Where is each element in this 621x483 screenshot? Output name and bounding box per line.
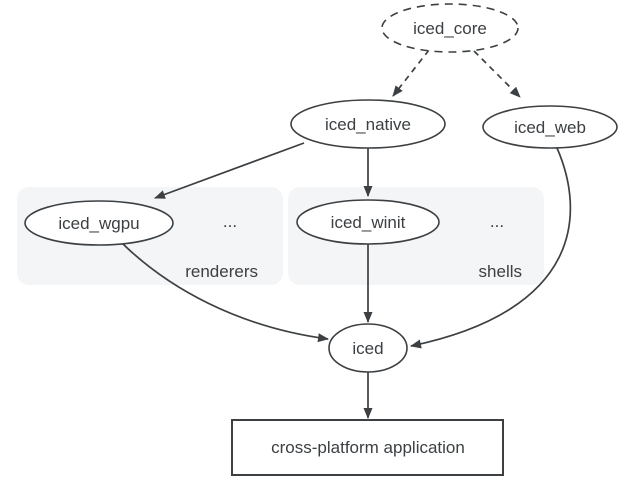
iced-wgpu-ellipse: [24, 200, 174, 246]
iced-native-label: iced_native: [325, 115, 411, 134]
iced-ellipse: [328, 323, 408, 373]
edge-iced-native-to-iced-wgpu: [154, 142, 305, 199]
shells-ellipsis: ...: [490, 212, 504, 231]
iced-native-ellipse: [290, 99, 446, 149]
node-iced: iced: [328, 323, 408, 373]
renderers-group-label: renderers: [185, 262, 258, 281]
renderers-ellipsis: ...: [223, 212, 237, 231]
application-label: cross-platform application: [271, 438, 465, 457]
iced-core-label: iced_core: [413, 19, 487, 38]
node-iced-core: iced_core: [381, 3, 519, 53]
iced-web-label: iced_web: [514, 118, 586, 137]
node-iced-native: iced_native: [290, 99, 446, 149]
iced-core-ellipse: [381, 3, 519, 53]
shells-group-label: shells: [479, 262, 522, 281]
iced-label: iced: [352, 339, 383, 358]
iced-web-ellipse: [482, 105, 618, 149]
edge-iced-core-to-iced-web: [473, 50, 521, 98]
node-iced-wgpu: iced_wgpu: [24, 200, 174, 246]
node-cross-platform-application: cross-platform application: [231, 419, 504, 476]
iced-winit-label: iced_winit: [331, 213, 406, 232]
application-rect: [231, 419, 504, 476]
node-iced-web: iced_web: [482, 105, 618, 149]
iced-wgpu-label: iced_wgpu: [58, 214, 139, 233]
edge-iced-web-to-iced: [410, 147, 572, 349]
edge-iced-wgpu-to-iced: [121, 242, 329, 343]
edge-iced-core-to-iced-native: [392, 49, 430, 97]
node-iced-winit: iced_winit: [296, 199, 440, 245]
iced-winit-ellipse: [296, 199, 440, 245]
